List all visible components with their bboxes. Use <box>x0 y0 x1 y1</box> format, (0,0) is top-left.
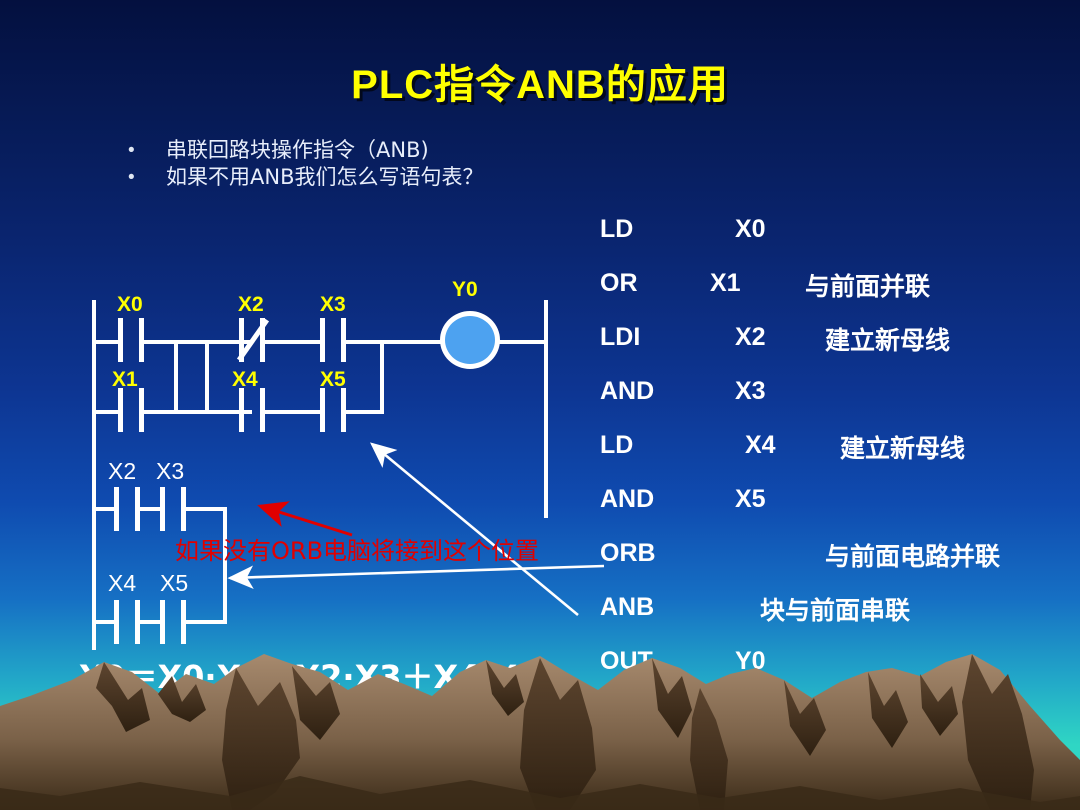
rung-wire <box>92 507 117 511</box>
rung-wire <box>263 340 323 344</box>
contact-x4 <box>239 388 265 432</box>
contact-x2-nc <box>236 318 270 362</box>
instruction-row: AND X5 <box>600 485 1070 539</box>
instruction-operand: X0 <box>735 215 766 243</box>
contact-x1 <box>118 388 144 432</box>
rung-wire <box>135 620 163 624</box>
instruction-opcode: LD <box>600 215 634 243</box>
nc-slash-icon <box>236 316 270 364</box>
instruction-opcode: AND <box>600 377 655 405</box>
instruction-operand: X5 <box>735 485 766 513</box>
bullet-text: 串联回路块操作指令（ANB) <box>166 138 429 162</box>
contact-x5 <box>320 388 346 432</box>
instruction-opcode: OR <box>600 269 638 297</box>
bullet-list: • 串联回路块操作指令（ANB) • 如果不用ANB我们怎么写语句表？ <box>120 138 640 192</box>
contact-label-x3: X3 <box>320 293 346 316</box>
instruction-operand: X4 <box>745 431 776 459</box>
contact-label-x1: X1 <box>112 368 138 391</box>
rung-wire <box>181 620 227 624</box>
bullet-marker-icon: • <box>128 140 135 161</box>
rung-wire <box>92 410 122 414</box>
instruction-opcode: ORB <box>600 539 656 567</box>
instruction-note: 块与前面串联 <box>760 596 911 625</box>
rung-wire <box>344 340 444 344</box>
red-annotation-text: 如果没有ORB电脑将接到这个位置 <box>175 537 540 565</box>
contact-x3 <box>320 318 346 362</box>
parallel-link-mid <box>205 340 209 412</box>
rung-wire <box>498 340 546 344</box>
instruction-opcode: AND <box>600 485 655 513</box>
rung-wire <box>135 507 163 511</box>
instruction-note: 建立新母线 <box>825 326 951 355</box>
instruction-note: 建立新母线 <box>840 434 966 463</box>
instruction-operand: X2 <box>735 323 766 351</box>
coil-label-y0: Y0 <box>452 278 478 301</box>
contact-label-x0: X0 <box>117 293 143 316</box>
instruction-row: LDI X2 建立新母线 <box>600 323 1070 377</box>
contact-label-x5: X5 <box>320 368 346 391</box>
instruction-opcode: LD <box>600 431 634 459</box>
rung-wire <box>142 340 252 344</box>
lower-block-link <box>223 507 227 624</box>
rung-wire <box>181 507 227 511</box>
rung-wire <box>92 620 117 624</box>
instruction-row: ANB 块与前面串联 <box>600 593 1070 647</box>
contact-label-x2-lower: X2 <box>108 458 137 484</box>
contact-label-x2: X2 <box>238 293 264 316</box>
contact-label-x4-lower: X4 <box>108 570 137 596</box>
contact-label-x3-lower: X3 <box>156 458 185 484</box>
contact-x0 <box>118 318 144 362</box>
mountain-decoration-image <box>0 654 1080 810</box>
left-power-rail <box>92 300 96 650</box>
instruction-row: LD X0 <box>600 215 1070 269</box>
instruction-operand: X3 <box>735 377 766 405</box>
bullet-marker-icon: • <box>128 167 135 188</box>
instruction-row: ORB 与前面电路并联 <box>600 539 1070 593</box>
instruction-operand: X1 <box>710 269 741 297</box>
parallel-link-left <box>174 340 178 412</box>
instruction-row: OR X1 与前面并联 <box>600 269 1070 323</box>
parallel-link-right <box>380 340 384 412</box>
instruction-opcode: LDI <box>600 323 641 351</box>
contact-label-x5-lower: X5 <box>160 570 189 596</box>
instruction-list: LD X0 OR X1 与前面并联 LDI X2 建立新母线 AND X3 LD… <box>600 215 1070 701</box>
instruction-row: AND X3 <box>600 377 1070 431</box>
contact-label-x4: X4 <box>232 368 258 391</box>
right-power-rail <box>544 300 548 518</box>
list-item: • 串联回路块操作指令（ANB) <box>120 138 640 165</box>
instruction-opcode: ANB <box>600 593 655 621</box>
rung-wire <box>344 410 384 414</box>
instruction-note: 与前面电路并联 <box>825 542 1001 571</box>
ladder-diagram: X0 X2 X3 X1 X4 X5 Y0 X2 X3 X4 X5 <box>0 0 620 700</box>
list-item: • 如果不用ANB我们怎么写语句表？ <box>120 165 640 192</box>
instruction-row: LD X4 建立新母线 <box>600 431 1070 485</box>
rung-wire <box>92 340 122 344</box>
page-title: PLC指令ANB的应用 <box>351 63 729 107</box>
output-coil-y0 <box>440 311 500 369</box>
rung-wire <box>263 410 323 414</box>
instruction-note: 与前面并联 <box>805 272 931 301</box>
bullet-text: 如果不用ANB我们怎么写语句表？ <box>166 165 484 189</box>
rung-wire <box>142 410 252 414</box>
